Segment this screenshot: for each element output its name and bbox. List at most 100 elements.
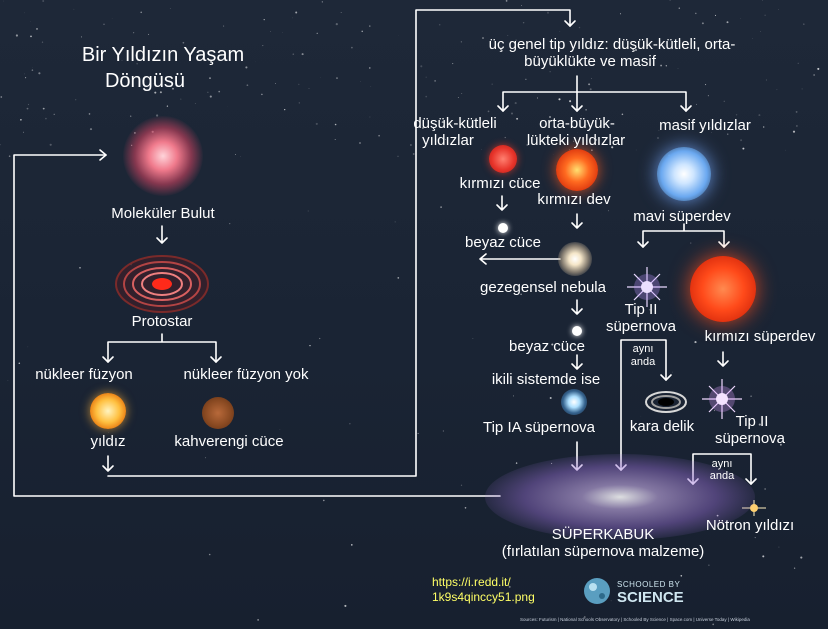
background-star — [712, 623, 715, 626]
split-blue-supergiant — [642, 223, 725, 248]
split-protostar — [107, 333, 217, 363]
background-star — [762, 555, 765, 558]
background-star — [420, 65, 423, 68]
background-star — [710, 119, 711, 121]
background-star — [482, 37, 484, 39]
background-star — [282, 32, 283, 33]
background-star — [218, 90, 221, 93]
arrowhead — [564, 20, 576, 27]
background-star — [20, 118, 22, 121]
background-star — [262, 45, 264, 47]
type-ii-b-line2: süpernova — [714, 430, 786, 447]
background-star — [705, 84, 707, 86]
background-star — [316, 32, 318, 34]
background-star — [722, 41, 724, 44]
arrowhead — [637, 241, 649, 248]
background-star — [549, 71, 551, 73]
background-star — [591, 149, 593, 151]
background-star — [520, 293, 522, 296]
planetary-nebula-label: gezegensel nebula — [480, 279, 606, 296]
background-star — [140, 11, 142, 14]
low-mass-label-line1: düşük-kütleli — [413, 115, 497, 132]
connector-star-to-types — [107, 9, 571, 477]
background-star — [708, 564, 710, 566]
background-star — [695, 12, 697, 15]
background-star — [204, 457, 207, 459]
background-star — [817, 67, 820, 70]
arrowhead — [210, 356, 222, 363]
background-star — [438, 23, 441, 26]
background-star — [30, 35, 32, 38]
background-star — [80, 36, 82, 38]
arrowhead — [680, 105, 692, 112]
arrow-white-dwarf-to-binary — [571, 354, 583, 370]
background-star — [130, 264, 132, 266]
background-star — [578, 26, 581, 29]
binary-label: ikili sistemde ise — [491, 371, 601, 388]
background-star — [169, 8, 171, 9]
background-star — [515, 462, 518, 464]
page-title-line2: Döngüsü — [104, 70, 186, 92]
background-star — [707, 95, 709, 97]
supershell-subtitle: (fırlatılan süpernova malzeme) — [501, 543, 705, 560]
background-star — [274, 83, 276, 85]
background-star — [351, 46, 353, 49]
source-url-line1: https://i.redd.it/ — [432, 575, 511, 589]
background-star — [603, 137, 605, 139]
background-star — [434, 80, 436, 82]
background-star — [49, 143, 52, 146]
background-star — [229, 222, 231, 225]
background-star — [394, 221, 396, 223]
background-star — [763, 126, 765, 128]
background-star — [657, 137, 659, 139]
molecular-cloud-image — [123, 116, 203, 196]
type-ia-label: Tip IA süpernova — [482, 419, 596, 436]
background-star — [361, 30, 363, 33]
background-star — [491, 83, 493, 85]
background-star — [8, 155, 11, 157]
type-ii-a-line1: Tip II — [624, 301, 658, 318]
background-star — [148, 33, 150, 35]
background-star — [397, 277, 400, 279]
background-star — [334, 123, 337, 126]
background-star — [159, 91, 162, 94]
white-dwarf-medium-image — [572, 326, 582, 336]
brown-dwarf-label: kahverengi cüce — [174, 433, 284, 450]
background-star — [412, 153, 415, 155]
star-label: yıldız — [90, 433, 126, 450]
background-star — [521, 5, 522, 6]
background-star — [154, 91, 157, 94]
low-mass-label-line2: yıldızlar — [422, 132, 474, 149]
background-star — [740, 139, 743, 142]
background-star — [369, 25, 371, 27]
background-star — [25, 77, 27, 79]
background-star — [713, 410, 715, 412]
background-star — [350, 544, 353, 546]
arrowhead — [718, 241, 730, 248]
background-star — [611, 146, 614, 149]
background-star — [619, 13, 622, 15]
background-star — [38, 72, 41, 75]
background-star — [525, 78, 527, 80]
background-star — [764, 488, 766, 490]
background-star — [522, 21, 525, 24]
background-star — [130, 115, 132, 117]
background-star — [690, 242, 692, 244]
background-star — [797, 62, 799, 64]
background-star — [359, 142, 361, 144]
background-star — [776, 89, 778, 91]
background-star — [511, 112, 513, 115]
background-star — [30, 21, 31, 22]
background-star — [320, 77, 321, 79]
background-star — [315, 122, 318, 125]
background-star — [754, 537, 756, 539]
background-star — [445, 139, 446, 140]
background-star — [257, 619, 259, 621]
background-star — [284, 108, 286, 111]
background-star — [308, 88, 310, 89]
background-star — [678, 7, 681, 9]
background-star — [585, 108, 587, 111]
arrow-red-supergiant-to-type-ii — [717, 351, 729, 367]
